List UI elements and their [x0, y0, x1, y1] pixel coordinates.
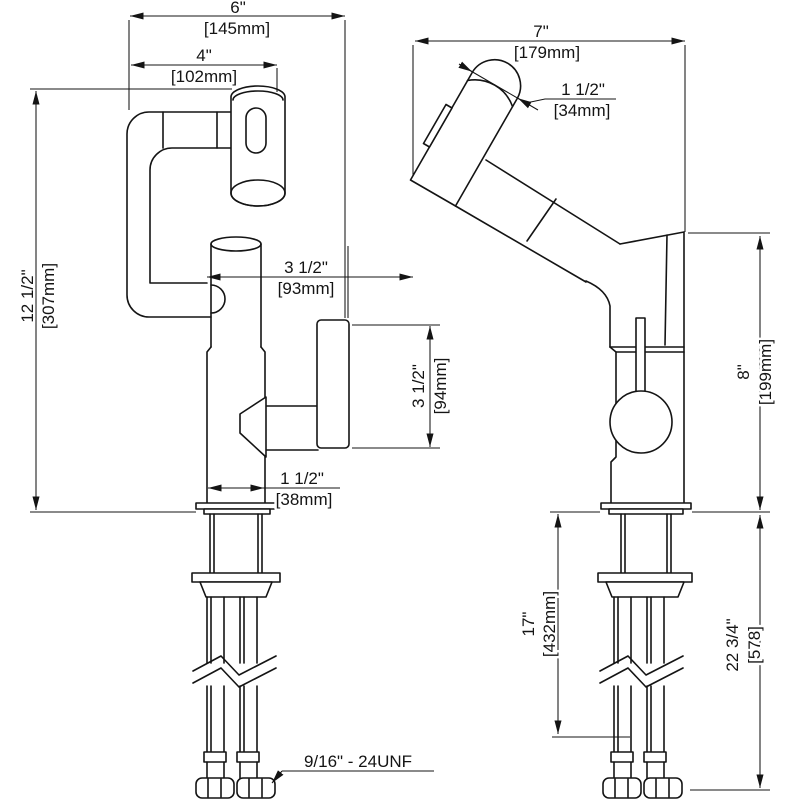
mounting-washer	[597, 572, 693, 583]
dim-label-mm: [94mm]	[431, 358, 450, 415]
sprayer-button-tab	[422, 103, 453, 148]
thread-spec-label: 9/16" - 24UNF	[304, 752, 412, 771]
break-line	[599, 655, 684, 676]
dim-label: 12 1/2"	[18, 269, 37, 322]
dim-label-mm: [199mm]	[756, 339, 775, 405]
dim-label-mm: [102mm]	[171, 67, 237, 86]
front-deck-flange	[195, 502, 279, 515]
dim-label: 4"	[196, 46, 212, 65]
side-body-column	[585, 231, 685, 504]
hose-collar	[643, 751, 667, 763]
dim-height-overall: 12 1/2" [307mm]	[16, 88, 232, 513]
handle-lever-stick	[635, 317, 646, 395]
hex-nut	[236, 777, 276, 799]
front-mounting-hardware	[191, 513, 281, 598]
dim-label: 3 1/2"	[284, 258, 328, 277]
hose-collar	[236, 751, 260, 763]
spray-button-slot	[245, 107, 267, 154]
dim-label-mm: [93mm]	[278, 279, 335, 298]
dim-label: 6"	[230, 0, 246, 17]
front-sprayer-head	[230, 85, 286, 207]
break-line	[192, 667, 277, 688]
dim-label-mm: [307mm]	[39, 263, 58, 329]
mounting-washer	[191, 572, 281, 583]
dim-label: 17"	[519, 612, 538, 637]
dim-spout-overall: 6" [145mm]	[128, 0, 346, 318]
mounting-nut	[605, 581, 685, 598]
mounting-nut	[199, 581, 273, 598]
front-handle	[239, 319, 350, 458]
thread-callout: 9/16" - 24UNF	[271, 750, 434, 784]
handle-paddle	[316, 319, 350, 449]
dim-label: 1 1/2"	[561, 80, 605, 99]
side-mounting-hardware	[597, 513, 693, 598]
hose-collar	[610, 751, 634, 763]
dim-label-mm: [38mm]	[276, 490, 333, 509]
dim-label: 3 1/2"	[409, 364, 428, 408]
dim-handle-height: 3 1/2" [94mm]	[352, 324, 453, 449]
break-line	[599, 667, 684, 688]
dim-label: 7"	[533, 22, 549, 41]
front-view	[126, 85, 350, 799]
dim-total-height: 22 3/4" [578]	[690, 515, 770, 791]
hose-collar	[203, 751, 227, 763]
side-view	[409, 58, 693, 799]
handle-joint-cone	[239, 396, 267, 458]
side-supply-hoses	[599, 596, 684, 799]
dim-label-mm: [34mm]	[554, 101, 611, 120]
handle-ball	[609, 390, 673, 454]
dim-hose-length: 17" [432mm]	[517, 514, 630, 738]
front-supply-hoses	[192, 596, 277, 799]
dim-head-width: 1 1/2" [34mm]	[458, 61, 616, 123]
side-deck-flange	[600, 502, 692, 515]
hex-nut	[643, 777, 683, 799]
dim-spout-height: 8" [199mm]	[550, 232, 778, 513]
hex-nut	[602, 777, 642, 799]
dim-label: 1 1/2"	[280, 469, 324, 488]
dim-label-mm: [179mm]	[514, 43, 580, 62]
dim-body-width: 1 1/2" [38mm]	[208, 467, 340, 512]
dimensions: 6" [145mm] 4" [102mm] 12 1/2" [307mm] 3 …	[16, 0, 778, 791]
dim-label: 8"	[734, 364, 753, 380]
break-line	[192, 655, 277, 676]
dim-label-mm: [578]	[745, 626, 764, 664]
side-spout-arm	[454, 159, 621, 283]
front-spout-arm	[126, 111, 232, 318]
side-sprayer-head	[409, 58, 522, 207]
dim-spout-upper: 4" [102mm]	[131, 44, 278, 92]
spout-joint-boss	[210, 284, 226, 314]
dim-label-mm: [432mm]	[540, 591, 559, 657]
hex-nut	[195, 777, 235, 799]
dim-label-mm: [145mm]	[204, 19, 270, 38]
dim-reach: 3 1/2" [93mm]	[207, 246, 413, 318]
dim-side-overall: 7" [179mm]	[412, 20, 686, 232]
dim-label: 22 3/4"	[723, 618, 742, 671]
